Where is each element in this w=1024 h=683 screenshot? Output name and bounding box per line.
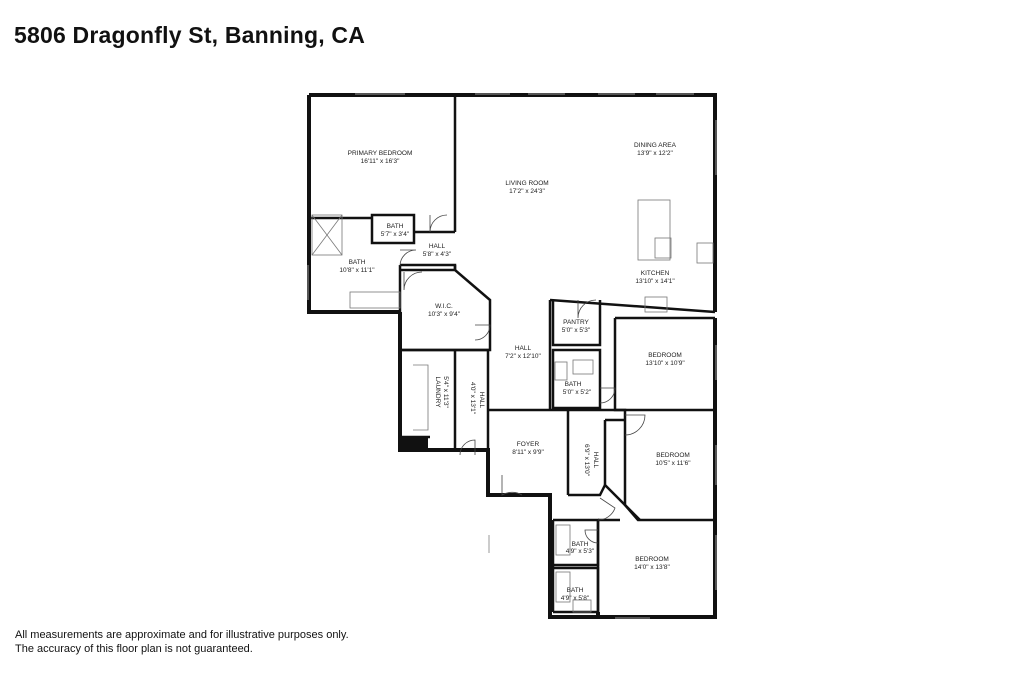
page-title: 5806 Dragonfly St, Banning, CA [14, 22, 366, 48]
room-name-primary-bedroom: PRIMARY BEDROOM [348, 150, 413, 157]
room-dims-hall-2: 7'2" x 12'10" [505, 353, 541, 360]
disclaimer-line-2: The accuracy of this floor plan is not g… [15, 643, 253, 655]
doors [399, 214, 646, 544]
room-dims-hall-3: 4'0" x 13'1" [469, 382, 476, 415]
room-name-foyer: FOYER [517, 441, 540, 448]
room-dims-laundry: 5'4" x 11'3" [442, 376, 449, 408]
room-labels: PRIMARY BEDROOM 16'11" x 16'3" LIVING RO… [339, 142, 691, 602]
room-name-laundry: LAUNDRY [434, 377, 441, 409]
room-name-kitchen: KITCHEN [641, 270, 670, 277]
room-name-bedroom-1: BEDROOM [648, 352, 682, 359]
room-name-hall-1: HALL [429, 243, 446, 250]
disclaimer-line-1: All measurements are approximate and for… [15, 629, 349, 641]
room-dims-bath-primary: 10'8" x 11'1" [339, 267, 375, 274]
room-dims-bath-3: 4'9" x 5'3" [566, 548, 595, 555]
room-name-hall-4: HALL [592, 452, 599, 469]
interior-walls [309, 95, 716, 614]
room-dims-bath-2: 5'0" x 5'2" [563, 389, 592, 396]
room-name-hall-2: HALL [515, 345, 532, 352]
fixtures [311, 199, 714, 613]
room-dims-hall-4: 6'9" x 13'0" [583, 444, 590, 477]
room-name-wic: W.I.C. [435, 303, 453, 310]
room-name-bath-small: BATH [387, 223, 404, 230]
room-dims-bedroom-3: 14'0" x 13'8" [634, 564, 670, 571]
room-dims-dining-area: 13'9" x 12'2" [637, 150, 673, 157]
room-dims-living-room: 17'2" x 24'3" [509, 188, 545, 195]
room-dims-bedroom-1: 13'10" x 10'9" [645, 360, 685, 367]
room-dims-hall-1: 5'8" x 4'3" [423, 251, 452, 258]
room-name-bath-2: BATH [565, 381, 582, 388]
room-name-bath-3: BATH [572, 541, 589, 548]
room-dims-bath-small: 5'7" x 3'4" [381, 231, 410, 238]
room-name-hall-3: HALL [478, 392, 485, 409]
room-dims-primary-bedroom: 16'11" x 16'3" [361, 158, 400, 165]
disclaimer: All measurements are approximate and for… [15, 628, 349, 656]
windows [307, 93, 717, 619]
room-name-living-room: LIVING ROOM [505, 180, 548, 187]
room-name-bath-4: BATH [567, 587, 584, 594]
room-dims-kitchen: 13'10" x 14'1" [635, 278, 675, 285]
room-dims-bedroom-2: 10'5" x 11'6" [655, 460, 691, 467]
room-name-dining-area: DINING AREA [634, 142, 677, 149]
room-name-bath-primary: BATH [349, 259, 366, 266]
water-heater [400, 437, 428, 450]
room-name-bedroom-3: BEDROOM [635, 556, 669, 563]
room-dims-bath-4: 4'9" x 5'8" [561, 595, 590, 602]
room-name-bedroom-2: BEDROOM [656, 452, 690, 459]
room-dims-foyer: 8'11" x 9'9" [512, 449, 544, 456]
room-name-pantry: PANTRY [563, 319, 589, 326]
room-dims-wic: 10'3" x 9'4" [428, 311, 461, 318]
room-dims-pantry: 5'0" x 5'3" [562, 327, 591, 334]
